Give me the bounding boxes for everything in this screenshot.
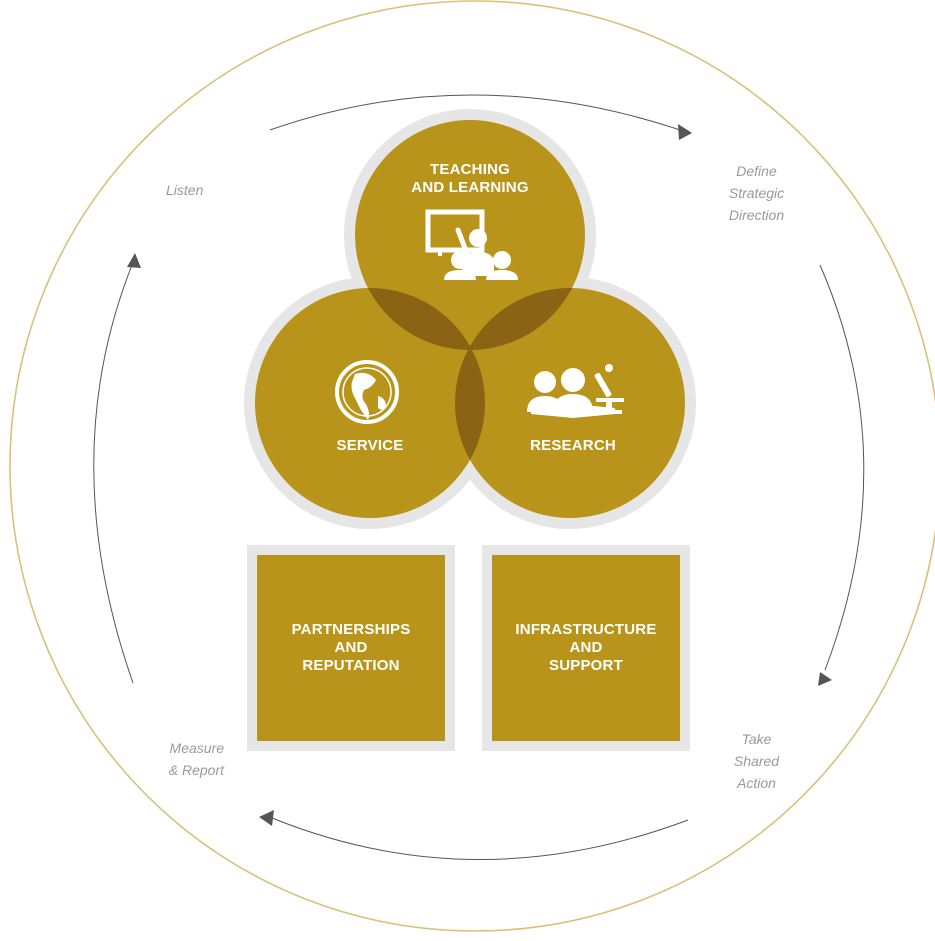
globe-icon <box>335 360 399 424</box>
arrow-define-to-action <box>819 264 865 671</box>
circle-title-teaching-and-learning: TEACHING AND LEARNING <box>411 161 529 196</box>
circle-title-research: RESEARCH <box>530 437 616 454</box>
circle-title-service: SERVICE <box>336 437 404 454</box>
arrowhead-action <box>818 672 832 686</box>
circle-service <box>255 288 485 518</box>
cycle-label-measure-and-report: Measure & Report <box>168 740 224 778</box>
pillar-partnerships-and-reputation: PARTNERSHIPS AND REPUTATION <box>247 545 455 751</box>
arrow-listen-to-define <box>269 94 681 131</box>
pillar-label: INFRASTRUCTURE AND SUPPORT <box>515 621 657 674</box>
cycle-arrows <box>93 94 865 860</box>
pillar-box: INFRASTRUCTURE AND SUPPORT <box>492 555 680 741</box>
cycle-label-define-strategic-direction: Define Strategic Direction <box>728 163 785 223</box>
pillar-box: PARTNERSHIPS AND REPUTATION <box>257 555 445 741</box>
arrowhead-listen <box>127 253 141 268</box>
cycle-label-take-shared-action: Take Shared Action <box>733 731 780 791</box>
arrowhead-measure <box>259 810 274 826</box>
teaching-icon <box>425 209 518 280</box>
pillar-infrastructure-and-support: INFRASTRUCTURE AND SUPPORT <box>482 545 690 751</box>
outer-cycle-ring <box>9 0 935 932</box>
arrowheads <box>127 124 832 826</box>
arrow-measure-to-listen <box>93 264 134 684</box>
research-icon <box>527 364 624 418</box>
cycle-label-listen: Listen <box>166 182 204 198</box>
pillar-label: PARTNERSHIPS AND REPUTATION <box>291 621 411 674</box>
arrowhead-define <box>678 124 692 140</box>
arrow-action-to-measure <box>271 817 689 860</box>
